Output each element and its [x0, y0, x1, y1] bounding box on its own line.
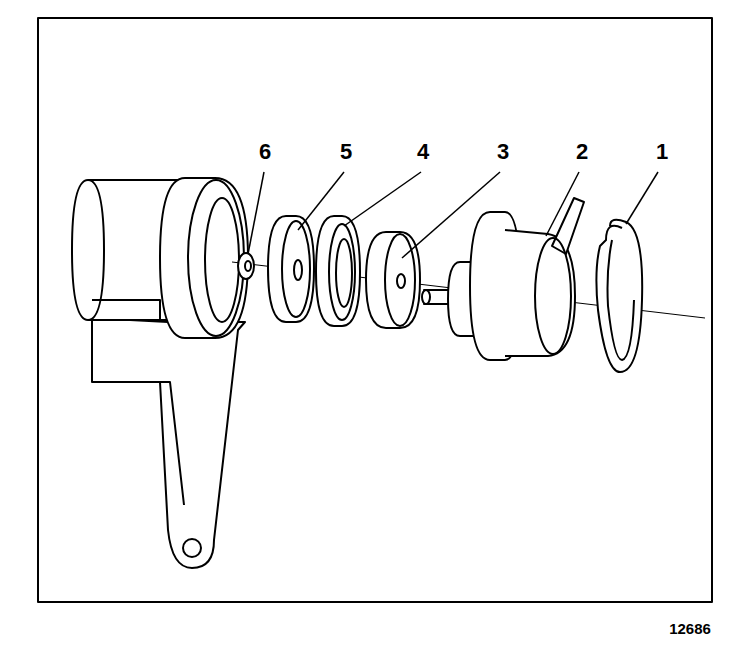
- leader-line: [546, 172, 579, 236]
- housing-collar: [160, 178, 248, 338]
- callout-number: 6: [259, 141, 271, 163]
- leader-line: [298, 172, 344, 230]
- leader-line: [248, 172, 264, 254]
- leader-line: [344, 172, 421, 226]
- ring-part: [316, 216, 360, 326]
- cap-part: [268, 216, 314, 322]
- disk-hole: [397, 274, 405, 288]
- retaining-clip: [596, 220, 642, 372]
- cap-face: [282, 221, 310, 317]
- actuator-groove: [535, 238, 571, 354]
- washer-part: [238, 253, 254, 279]
- washer-hole: [245, 261, 251, 271]
- actuator-lever: [552, 198, 584, 254]
- collar-face: [188, 180, 244, 336]
- ring-bore: [336, 239, 352, 307]
- leader-line: [402, 172, 500, 258]
- pin-end: [422, 290, 430, 304]
- frame-border: [38, 18, 712, 602]
- strap-hole: [183, 539, 201, 557]
- callout-number: 5: [340, 141, 352, 163]
- clip-inner: [608, 240, 635, 360]
- disk-part: [366, 232, 420, 328]
- callout-number: 1: [656, 141, 668, 163]
- leader-line: [626, 172, 658, 224]
- callout-number: 4: [417, 141, 429, 163]
- collar-bore: [205, 198, 239, 322]
- ring-face: [329, 224, 355, 320]
- callout-number: 2: [576, 141, 588, 163]
- mounting-strap: [92, 318, 245, 568]
- disk-face: [385, 234, 415, 326]
- strap-fold: [160, 382, 184, 505]
- actuator-body: [505, 230, 575, 356]
- cap-hole: [294, 260, 302, 280]
- callout-number: 3: [497, 141, 509, 163]
- housing-ledge: [92, 300, 160, 322]
- figure-number: 12686: [669, 621, 711, 636]
